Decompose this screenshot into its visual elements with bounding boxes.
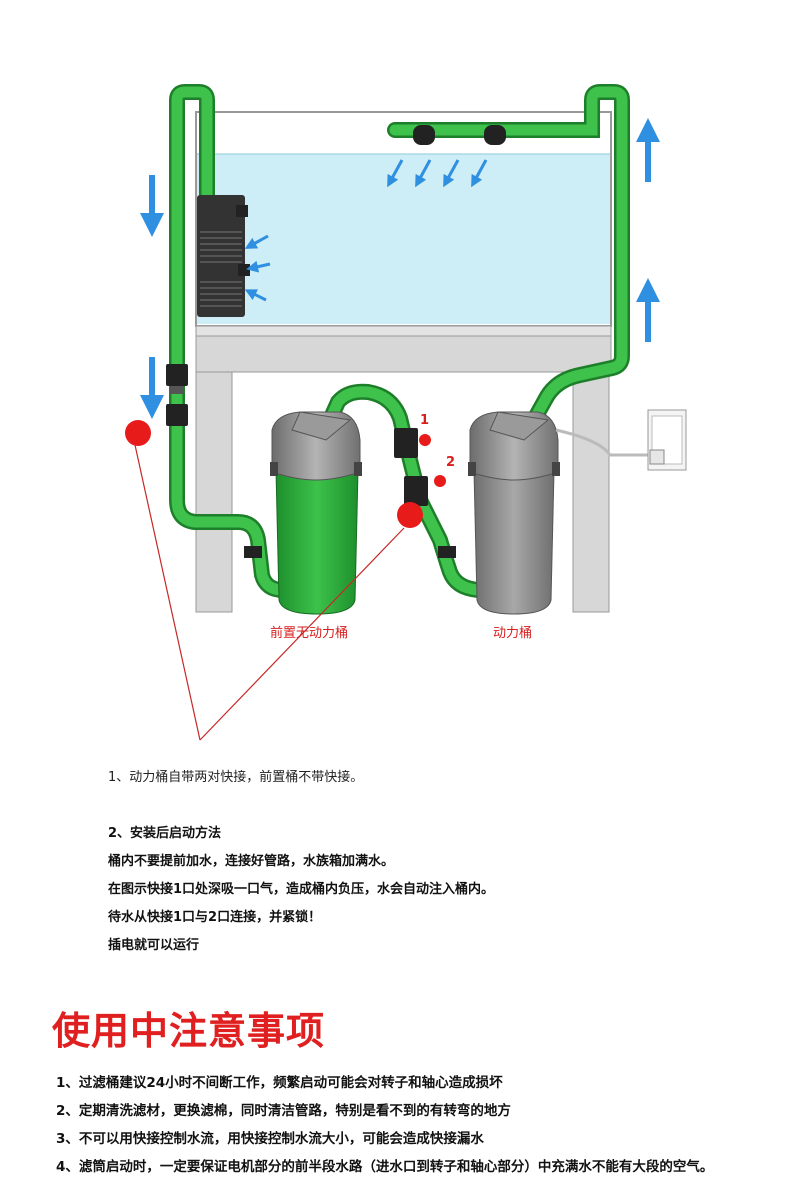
- quick-connect-2-label: 2: [446, 455, 456, 470]
- startup-steps: 2、安装后启动方法 桶内不要提前加水，连接好管路，水族箱加满水。 在图示快接1口…: [108, 820, 494, 960]
- precautions-list: 1、过滤桶建议24小时不间断工作，频繁启动可能会对转子和轴心造成损坏 2、定期清…: [56, 1069, 713, 1181]
- startup-step: 插电就可以运行: [108, 938, 200, 953]
- power-bucket: [468, 411, 560, 615]
- startup-step: 待水从快接1口与2口连接，并紧锁！: [108, 910, 322, 925]
- aquarium-tank: [195, 111, 612, 327]
- power-bucket-label: 动力桶: [493, 626, 533, 641]
- startup-step: 在图示快接1口处深吸一口气，造成桶内负压，水会自动注入桶内。: [108, 882, 495, 897]
- pre-filter-bucket-label: 前置无动力桶: [270, 626, 349, 641]
- outflow-hose: [387, 84, 630, 426]
- intake-quick-connectors: [166, 364, 262, 558]
- power-socket: [555, 409, 687, 471]
- intake-hose: [169, 84, 291, 598]
- flow-arrows: [140, 118, 660, 419]
- quick-connect-1-label: 1: [420, 413, 430, 428]
- water-flow-arrows: [244, 159, 488, 302]
- red-markers: [125, 420, 446, 741]
- startup-step: 桶内不要提前加水，连接好管路，水族箱加满水。: [108, 854, 395, 869]
- precaution-item: 3、不可以用快接控制水流，用快接控制水流大小，可能会造成快接漏水: [56, 1131, 484, 1147]
- filter-installation-diagram: 1 2 前置无动力桶 动力桶: [125, 84, 687, 741]
- note-quick-connect: 1、动力桶自带两对快接，前置桶不带快接。: [108, 770, 364, 785]
- precaution-item: 1、过滤桶建议24小时不间断工作，频繁启动可能会对转子和轴心造成损坏: [56, 1075, 503, 1091]
- pre-filter-bucket: [270, 411, 362, 615]
- intake-strainer: [197, 195, 250, 317]
- precaution-item: 2、定期清洗滤材，更换滤棉，同时清洁管路，特别是看不到的有转弯的地方: [56, 1103, 511, 1119]
- precautions-heading: 使用中注意事项: [52, 1009, 326, 1053]
- precaution-item: 4、滤筒启动时，一定要保证电机部分的前半段水路（进水口到转子和轴心部分）中充满水…: [56, 1159, 714, 1175]
- connecting-hose: [322, 383, 486, 598]
- startup-steps-title: 2、安装后启动方法: [108, 826, 222, 841]
- cabinet-stand: [195, 325, 612, 613]
